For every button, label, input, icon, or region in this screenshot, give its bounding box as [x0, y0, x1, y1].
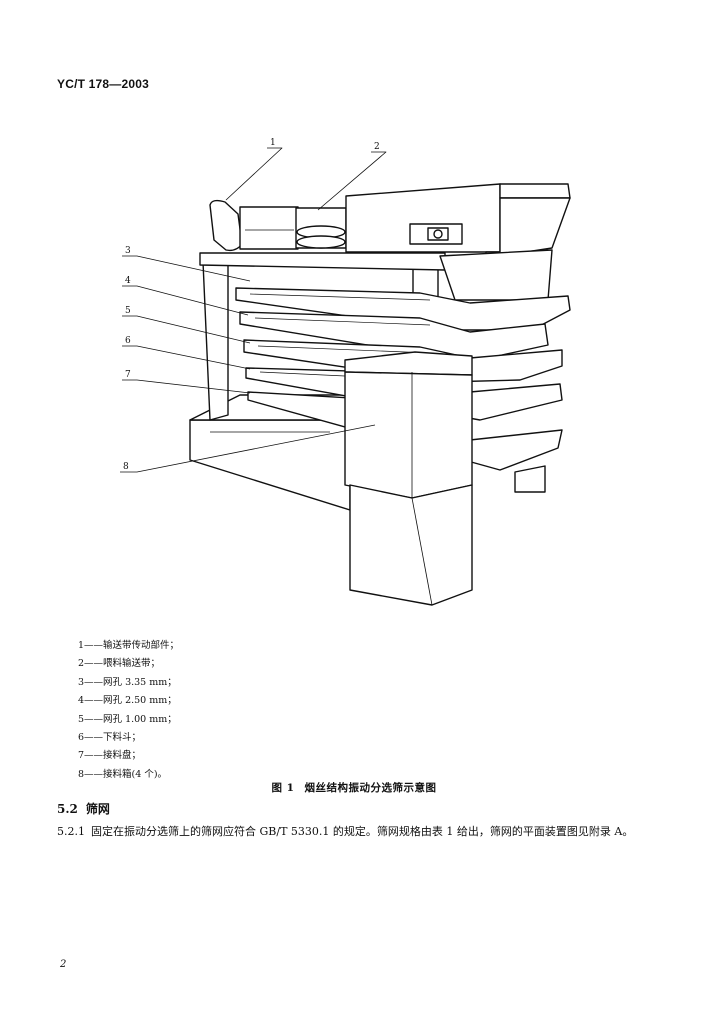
collecting-box — [344, 351, 473, 606]
legend-item: 2——喂料输送带； — [78, 658, 161, 670]
legend-item: 4——网孔 2.50 mm； — [78, 695, 177, 707]
callout-leaders — [120, 147, 387, 473]
feed-conveyor — [295, 183, 571, 259]
callout-numbers: 1 2 3 4 5 6 7 8 — [123, 138, 380, 472]
hopper — [439, 249, 553, 301]
legend-item: 7——接料盘； — [78, 750, 142, 762]
sieve-tray-4 — [239, 311, 549, 363]
section-heading: 5.2 筛网 — [57, 800, 110, 817]
callout-8: 8 — [123, 462, 129, 472]
callout-2: 2 — [374, 142, 380, 152]
conveyor-drive-unit — [209, 199, 299, 252]
section-number: 5.2 — [57, 802, 78, 816]
callout-6: 6 — [125, 336, 131, 346]
section-title: 筛网 — [85, 802, 110, 816]
callout-5: 5 — [125, 306, 131, 316]
sieve-tray-3 — [235, 287, 571, 331]
callout-4: 4 — [125, 276, 131, 286]
legend-item: 6——下料斗； — [78, 732, 142, 744]
legend-item: 1——输送带传动部件； — [78, 640, 180, 651]
machine-diagram: 1 2 3 4 5 6 7 8 — [120, 138, 571, 606]
callout-3: 3 — [125, 246, 131, 256]
figure-caption-label: 图 1 — [271, 782, 295, 794]
legend-item: 5——网孔 1.00 mm； — [78, 713, 177, 725]
callout-7: 7 — [125, 370, 131, 380]
legend-item: 3——网孔 3.35 mm； — [78, 676, 177, 688]
document-code: YC/T 178—2003 — [57, 77, 149, 91]
page-number: 2 — [60, 959, 67, 970]
figure-legend: 1——输送带传动部件； 2——喂料输送带； 3——网孔 3.35 mm； 4——… — [78, 637, 179, 784]
paragraph-text: 固定在振动分选筛上的筛网应符合 GB/T 5330.1 的规定。筛网规格由表 1… — [91, 825, 634, 838]
body-paragraph: 5.2.1 固定在振动分选筛上的筛网应符合 GB/T 5330.1 的规定。筛网规… — [57, 822, 657, 842]
figure-caption: 图 1 烟丝结构振动分选筛示意图 — [0, 780, 708, 795]
top-plate — [199, 252, 446, 271]
figure-caption-title: 烟丝结构振动分选筛示意图 — [304, 782, 437, 794]
legend-item: 8——接料箱(4 个)。 — [78, 768, 168, 780]
callout-1: 1 — [270, 138, 276, 148]
paragraph-number: 5.2.1 — [57, 825, 85, 838]
